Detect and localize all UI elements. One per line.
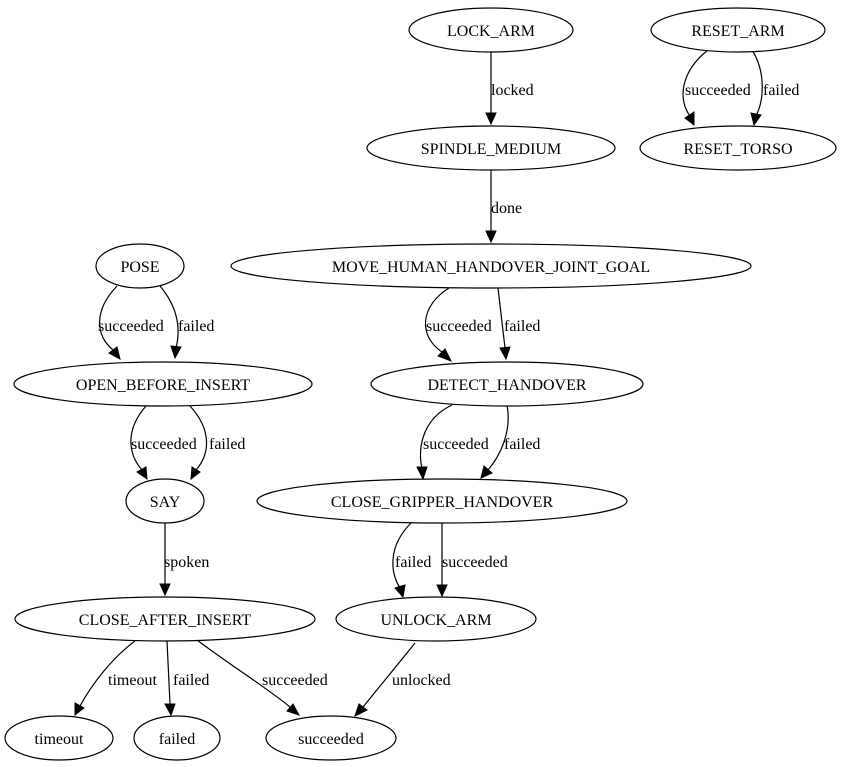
node-open-before-insert: OPEN_BEFORE_INSERT [13, 361, 313, 407]
edge-say-spoken: spoken [159, 523, 209, 597]
edge-label-locked: locked [491, 82, 534, 99]
node-label: DETECT_HANDOVER [427, 377, 586, 394]
edge-label-failed: failed [178, 318, 214, 335]
node-label: failed [159, 731, 195, 748]
node-pose: POSE [95, 243, 185, 289]
edge-close-gripper-succeeded: succeeded [436, 523, 508, 598]
edge-label-timeout: timeout [108, 672, 157, 689]
edge-label-failed: failed [209, 436, 245, 453]
edge-unlock-unlocked: unlocked [354, 642, 451, 717]
edge-label-succeeded: succeeded [423, 436, 489, 453]
edge-label-unlocked: unlocked [392, 672, 451, 689]
node-label: CLOSE_GRIPPER_HANDOVER [331, 494, 554, 511]
node-label: RESET_TORSO [683, 141, 792, 158]
edge-move-failed: failed [497, 287, 540, 361]
edge-close-gripper-failed: failed [392, 522, 431, 599]
node-label: POSE [120, 259, 159, 276]
edge-label-spoken: spoken [164, 554, 209, 571]
edge-label-failed: failed [173, 672, 209, 689]
edge-label-done: done [491, 200, 522, 217]
node-lock-arm: LOCK_ARM [408, 7, 574, 53]
node-say: SAY [125, 478, 205, 524]
node-reset-torso: RESET_TORSO [639, 125, 837, 171]
edge-reset-arm-succeeded: succeeded [682, 49, 751, 127]
node-label: SPINDLE_MEDIUM [421, 141, 561, 158]
node-label: RESET_ARM [691, 23, 784, 40]
edge-label-succeeded: succeeded [98, 318, 164, 335]
node-label: timeout [35, 731, 84, 748]
node-label: CLOSE_AFTER_INSERT [79, 612, 252, 629]
edge-pose-failed: failed [159, 285, 214, 360]
node-label: OPEN_BEFORE_INSERT [76, 377, 250, 394]
edge-open-failed: failed [189, 405, 245, 481]
edge-move-succeeded: succeeded [425, 287, 492, 362]
node-close-gripper-handover: CLOSE_GRIPPER_HANDOVER [256, 478, 628, 524]
node-label: SAY [150, 494, 181, 511]
edge-lock-arm-locked: locked [485, 52, 534, 126]
edge-detect-succeeded: succeeded [416, 404, 489, 481]
edge-spindle-done: done [485, 170, 522, 244]
node-timeout: timeout [4, 715, 114, 761]
node-close-after-insert: CLOSE_AFTER_INSERT [14, 596, 316, 642]
node-label: UNLOCK_ARM [380, 612, 491, 629]
edge-label-failed: failed [395, 554, 431, 571]
edge-reset-arm-failed: failed [750, 49, 799, 127]
node-unlock-arm: UNLOCK_ARM [335, 596, 537, 642]
node-failed: failed [133, 715, 221, 761]
edge-label-failed: failed [504, 436, 540, 453]
edge-label-succeeded: succeeded [131, 436, 197, 453]
node-spindle-medium: SPINDLE_MEDIUM [366, 125, 616, 171]
edge-detect-failed: failed [480, 404, 540, 479]
node-reset-arm: RESET_ARM [650, 7, 826, 53]
edge-label-failed: failed [763, 82, 799, 99]
edge-label-succeeded: succeeded [442, 554, 508, 571]
edge-label-failed: failed [504, 318, 540, 335]
edge-pose-succeeded: succeeded [98, 285, 164, 360]
node-label: succeeded [298, 731, 364, 748]
edge-label-succeeded: succeeded [685, 82, 751, 99]
edge-label-succeeded: succeeded [262, 672, 328, 689]
edge-close-after-succeeded: succeeded [196, 639, 328, 716]
node-move-human-handover-joint-goal: MOVE_HUMAN_HANDOVER_JOINT_GOAL [230, 243, 752, 289]
node-label: LOCK_ARM [447, 23, 535, 40]
edge-close-after-failed: failed [164, 640, 209, 717]
node-label: MOVE_HUMAN_HANDOVER_JOINT_GOAL [332, 259, 650, 276]
edge-label-succeeded: succeeded [426, 318, 492, 335]
edge-open-succeeded: succeeded [130, 405, 197, 481]
node-succeeded: succeeded [265, 715, 397, 761]
edge-close-after-timeout: timeout [74, 640, 157, 717]
node-detect-handover: DETECT_HANDOVER [370, 361, 644, 407]
